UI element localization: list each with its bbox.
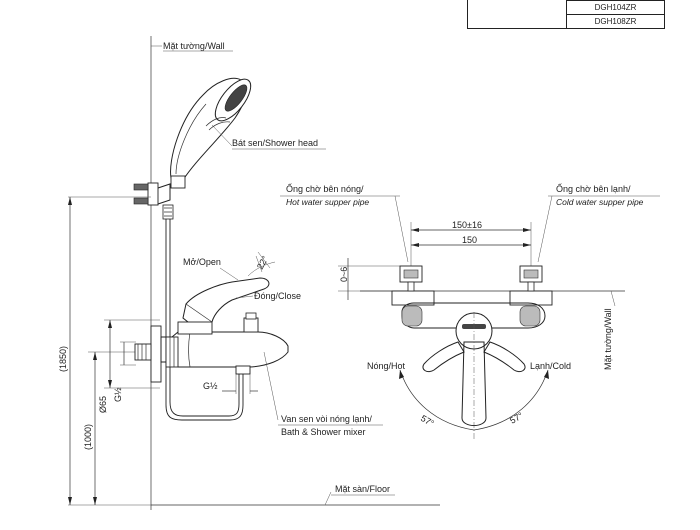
floor-leader — [324, 491, 332, 506]
mixer-body-icon — [160, 277, 289, 375]
arrowhead — [399, 370, 404, 379]
open-angle-line — [255, 255, 263, 273]
wall-label: Mặt tường/Wall — [163, 41, 225, 51]
cold-pipe-label-line2: Cold water supper pipe — [556, 197, 644, 207]
hot-label: Nóng/Hot — [367, 361, 406, 371]
close-label: Đóng/Close — [254, 291, 301, 301]
open-angle-line — [257, 251, 271, 269]
dim-angle-right: 57° — [508, 410, 525, 426]
shower-head-label: Bát sen/Shower head — [232, 138, 318, 148]
arrowhead — [93, 497, 97, 505]
arrowhead — [411, 243, 419, 247]
shower-head-icon — [170, 77, 252, 189]
cold-label: Lạnh/Cold — [530, 361, 571, 371]
model-list: DGH104ZR DGH108ZR — [566, 0, 665, 29]
dim-angle-left: 57° — [419, 413, 436, 429]
wall-bracket-icon — [133, 182, 174, 220]
arrowhead — [68, 497, 72, 505]
shower-head-leader — [211, 124, 233, 147]
dim-thread-left: G½ — [113, 387, 123, 402]
arrowhead — [93, 352, 97, 360]
arrowhead — [411, 228, 419, 232]
arrowhead — [108, 380, 112, 388]
cold-pipe-leader — [537, 195, 553, 263]
dim-diameter: Ø65 — [98, 396, 108, 413]
open-leader — [219, 267, 239, 281]
floor-label: Mặt sàn/Floor — [335, 484, 390, 494]
arrowhead — [108, 320, 112, 328]
cold-pipe-fitting-icon — [509, 265, 553, 306]
arrowhead — [523, 243, 531, 247]
open-label: Mở/Open — [183, 257, 221, 267]
title-block-divider — [467, 28, 567, 29]
mixer-label-line2: Bath & Shower mixer — [281, 427, 366, 437]
dim-thread-outlet: G½ — [203, 381, 218, 391]
wall-flange-icon — [134, 325, 162, 383]
dim-mixer: (1000) — [83, 424, 93, 450]
title-block-border — [467, 0, 468, 28]
arrowhead — [544, 370, 549, 379]
hot-pipe-label-line2: Hot water supper pipe — [286, 197, 369, 207]
hot-pipe-fitting-icon — [391, 265, 435, 306]
dim-total: (1850) — [58, 346, 68, 372]
dim-angle-open: 22° — [255, 254, 270, 271]
dim-spacing: 150 — [462, 235, 477, 245]
model-code: DGH108ZR — [566, 15, 665, 29]
wall-vertical-leader — [610, 290, 616, 307]
angle-arc-left — [399, 369, 475, 431]
shower-hose — [165, 219, 244, 421]
arrowhead — [68, 197, 72, 205]
hot-pipe-leader — [394, 195, 409, 263]
wall-vertical-label: Mặt tường/Wall — [603, 308, 613, 370]
model-code: DGH104ZR — [566, 0, 665, 15]
angle-arc-right — [473, 369, 549, 431]
hot-pipe-label-line1: Ống chờ bên nóng/ — [286, 183, 364, 194]
mixer-label-line1: Van sen vòi nóng lạnh/ — [281, 414, 372, 424]
dim-offset: 0~6 — [339, 267, 349, 282]
mixer-leader — [263, 351, 279, 421]
dim-spacing-tol: 150±16 — [452, 220, 482, 230]
open-angle-arc — [247, 261, 276, 277]
mixer-front-icon — [401, 302, 546, 440]
close-leader — [235, 295, 254, 299]
cold-pipe-label-line1: Ống chờ bên lạnh/ — [556, 183, 631, 194]
shower-hose-inner — [169, 219, 240, 417]
arrowhead — [523, 228, 531, 232]
